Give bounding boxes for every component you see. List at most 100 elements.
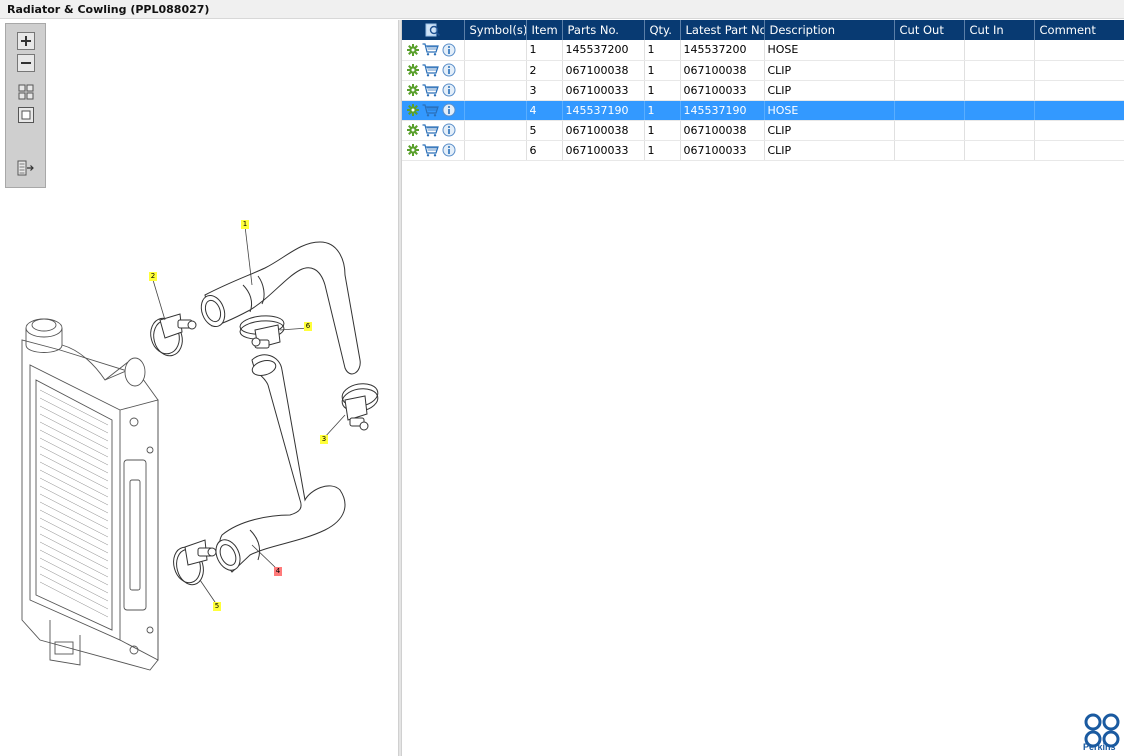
cell-comment — [1034, 140, 1124, 161]
cell-qty: 1 — [644, 60, 681, 81]
cell-description: CLIP — [764, 140, 895, 161]
column-header-cut-out[interactable]: Cut Out — [894, 20, 965, 40]
zoom-in-button[interactable] — [16, 31, 36, 51]
column-header-comment[interactable]: Comment — [1034, 20, 1124, 40]
cell-description: CLIP — [764, 120, 895, 141]
cell-cut-in — [964, 100, 1035, 121]
info-icon — [442, 123, 456, 137]
window-title: Radiator & Cowling (PPL088027) — [7, 3, 210, 16]
cell-latest-part-no: 067100033 — [680, 140, 765, 161]
cell-symbol — [464, 120, 527, 141]
illustration-pane[interactable]: 1 2 3 4 5 6 — [0, 20, 398, 756]
column-header-cut-in[interactable]: Cut In — [964, 20, 1035, 40]
column-header-actions[interactable] — [402, 20, 465, 40]
cart-icon — [422, 123, 439, 136]
fit-window-button[interactable] — [16, 105, 36, 125]
add-to-cart-button[interactable] — [422, 143, 439, 157]
info-icon — [442, 63, 456, 77]
cell-cut-out — [894, 120, 965, 141]
parts-illustration[interactable] — [0, 20, 398, 756]
cart-icon — [422, 43, 439, 56]
options-button[interactable] — [407, 64, 419, 76]
column-header-latest-part-no[interactable]: Latest Part No. — [680, 20, 765, 40]
callout-6[interactable]: 6 — [304, 322, 312, 331]
window-titlebar: Radiator & Cowling (PPL088027) — [0, 0, 1124, 19]
options-button[interactable] — [407, 84, 419, 96]
cell-symbol — [464, 40, 527, 61]
zoom-out-button[interactable] — [16, 53, 36, 73]
zoom-out-icon — [17, 54, 35, 72]
parts-list-pane: Symbol(s) Item Parts No. Qty. Latest Par… — [402, 20, 1124, 756]
fit-all-button[interactable] — [16, 82, 36, 102]
cell-part-no: 145537200 — [562, 40, 645, 61]
pane-splitter[interactable] — [398, 20, 402, 756]
cell-cut-in — [964, 60, 1035, 81]
info-icon — [442, 103, 456, 117]
callout-1[interactable]: 1 — [241, 220, 249, 229]
column-header-qty[interactable]: Qty. — [644, 20, 681, 40]
cell-latest-part-no: 067100038 — [680, 120, 765, 141]
part-info-button[interactable] — [442, 143, 456, 157]
cell-part-no: 145537190 — [562, 100, 645, 121]
cart-icon — [422, 63, 439, 76]
cell-comment — [1034, 80, 1124, 101]
cell-item: 3 — [526, 80, 563, 101]
callout-4[interactable]: 4 — [274, 567, 282, 576]
gear-icon — [407, 104, 419, 116]
cell-cut-out — [894, 40, 965, 61]
fit-window-icon — [18, 107, 34, 123]
callout-3[interactable]: 3 — [320, 435, 328, 444]
info-icon — [442, 43, 456, 57]
cell-latest-part-no: 145537200 — [680, 40, 765, 61]
part-info-button[interactable] — [442, 123, 456, 137]
cell-description: HOSE — [764, 100, 895, 121]
cell-latest-part-no: 145537190 — [680, 100, 765, 121]
cell-cut-in — [964, 80, 1035, 101]
cell-cut-out — [894, 80, 965, 101]
column-header-description[interactable]: Description — [764, 20, 895, 40]
cell-item: 5 — [526, 120, 563, 141]
part-info-button[interactable] — [442, 43, 456, 57]
cart-icon — [422, 83, 439, 96]
cell-actions — [402, 140, 465, 161]
cell-part-no: 067100033 — [562, 80, 645, 101]
part-info-button[interactable] — [442, 103, 456, 117]
add-to-cart-button[interactable] — [422, 83, 439, 97]
cell-symbol — [464, 80, 527, 101]
options-button[interactable] — [407, 104, 419, 116]
cell-item: 2 — [526, 60, 563, 81]
cell-cut-out — [894, 100, 965, 121]
export-list-button[interactable] — [16, 158, 36, 178]
cell-symbol — [464, 100, 527, 121]
cell-qty: 1 — [644, 100, 681, 121]
callout-5[interactable]: 5 — [213, 602, 221, 611]
part-info-button[interactable] — [442, 83, 456, 97]
info-icon — [442, 83, 456, 97]
column-header-parts-no[interactable]: Parts No. — [562, 20, 645, 40]
cart-icon — [422, 143, 439, 156]
options-button[interactable] — [407, 144, 419, 156]
add-to-cart-button[interactable] — [422, 63, 439, 77]
cell-latest-part-no: 067100033 — [680, 80, 765, 101]
part-info-button[interactable] — [442, 63, 456, 77]
options-button[interactable] — [407, 43, 419, 56]
add-to-cart-button[interactable] — [422, 43, 439, 56]
perkins-logo-text: Perkins — [1083, 742, 1116, 752]
column-header-item[interactable]: Item — [526, 20, 563, 40]
options-button[interactable] — [407, 124, 419, 136]
add-to-cart-button[interactable] — [422, 123, 439, 137]
callout-2[interactable]: 2 — [149, 272, 157, 281]
cell-cut-in — [964, 40, 1035, 61]
add-to-cart-button[interactable] — [422, 103, 439, 117]
parts-table: Symbol(s) Item Parts No. Qty. Latest Par… — [402, 20, 1124, 161]
gear-icon — [407, 144, 419, 156]
column-header-symbols[interactable]: Symbol(s) — [464, 20, 527, 40]
info-icon — [442, 143, 456, 157]
cell-part-no: 067100038 — [562, 60, 645, 81]
